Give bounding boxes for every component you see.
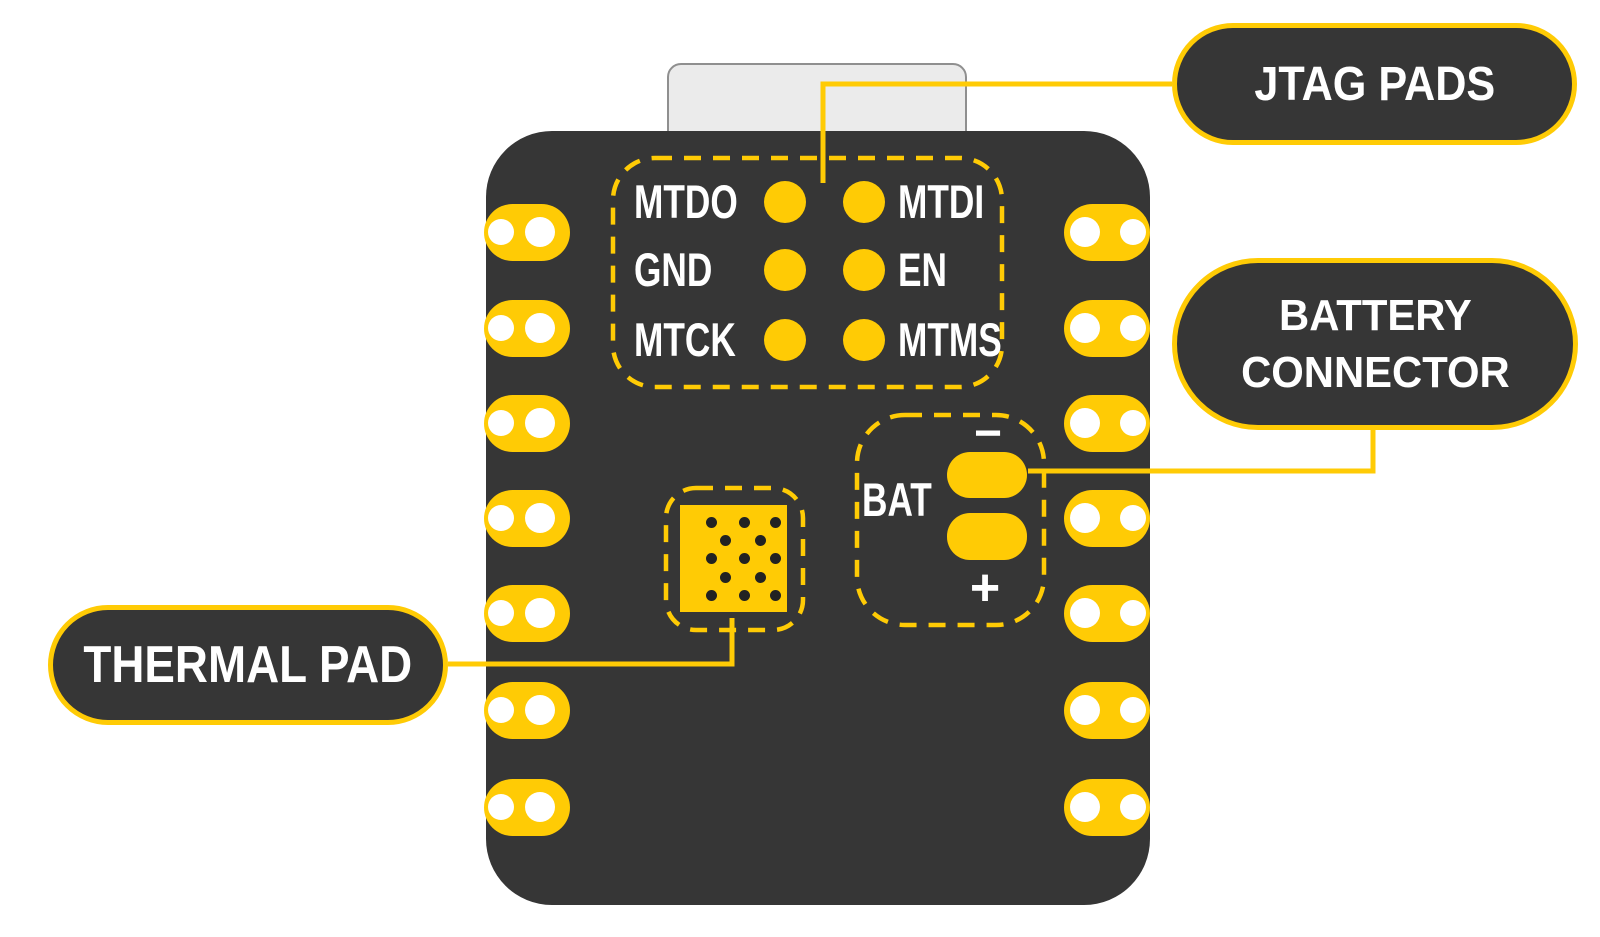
pad-inner-hole [1070, 598, 1100, 628]
thermal-via-dot [769, 552, 781, 564]
jtag-pad-mtck [764, 319, 806, 361]
pad-inner-hole [1070, 408, 1100, 438]
jtag-label-en: EN [898, 243, 947, 296]
pcb-board [486, 131, 1150, 905]
callout-battery-connector: BATTERY CONNECTOR [1172, 258, 1578, 430]
thermal-via-dot [738, 589, 750, 601]
thermal-pad [680, 505, 787, 612]
right-edge-pad [1064, 490, 1150, 547]
thermal-via-dot [719, 571, 731, 583]
jtag-label-mtdi: MTDI [898, 175, 985, 228]
callout-thermal-label: THERMAL PAD [83, 636, 413, 694]
thermal-via-dot [754, 571, 766, 583]
pad-inner-hole [525, 598, 555, 628]
pad-outer-hole [1120, 505, 1146, 531]
pad-outer-hole [488, 697, 514, 723]
bat-label: BAT [862, 473, 932, 526]
thermal-via-dot [705, 589, 717, 601]
left-edge-pad [484, 779, 570, 836]
right-edge-pad [1064, 682, 1150, 739]
jtag-pad-mtdo [764, 181, 806, 223]
right-edge-pad [1064, 204, 1150, 261]
pad-outer-hole [488, 505, 514, 531]
pad-outer-hole [1120, 794, 1146, 820]
pad-inner-hole [525, 313, 555, 343]
pad-inner-hole [1070, 503, 1100, 533]
pad-inner-hole [525, 217, 555, 247]
pad-outer-hole [488, 315, 514, 341]
battery-negative-mark: − [973, 407, 1003, 460]
callout-jtag-label: JTAG PADS [1254, 57, 1495, 111]
pad-inner-hole [1070, 695, 1100, 725]
pad-inner-hole [1070, 217, 1100, 247]
pad-inner-hole [1070, 313, 1100, 343]
pad-outer-hole [488, 794, 514, 820]
pad-outer-hole [1120, 410, 1146, 436]
thermal-via-dot [738, 516, 750, 528]
pad-inner-hole [525, 503, 555, 533]
left-edge-pad [484, 490, 570, 547]
left-edge-pad [484, 682, 570, 739]
battery-pad-positive [947, 513, 1027, 560]
thermal-via-dot [705, 552, 717, 564]
pad-outer-hole [1120, 697, 1146, 723]
thermal-via-dot [738, 552, 750, 564]
jtag-pad-mtdi [843, 181, 885, 223]
jtag-pad-en [843, 249, 885, 291]
battery-positive-mark: + [969, 559, 1001, 617]
left-edge-pad [484, 300, 570, 357]
battery-pad-negative [947, 452, 1027, 498]
pad-outer-hole [488, 600, 514, 626]
callout-battery-line1: BATTERY [1278, 291, 1472, 340]
left-edge-pad [484, 204, 570, 261]
pad-outer-hole [488, 219, 514, 245]
jtag-pad-gnd [764, 249, 806, 291]
right-edge-pad [1064, 779, 1150, 836]
thermal-via-dot [705, 516, 717, 528]
right-edge-pad [1064, 395, 1150, 452]
callout-battery-line2: CONNECTOR [1240, 348, 1510, 397]
right-edge-pad [1064, 300, 1150, 357]
pad-inner-hole [1070, 792, 1100, 822]
pad-outer-hole [1120, 315, 1146, 341]
jtag-label-mtdo: MTDO [634, 175, 738, 228]
left-edge-pad [484, 395, 570, 452]
pad-inner-hole [525, 792, 555, 822]
pad-outer-hole [1120, 600, 1146, 626]
jtag-label-gnd: GND [634, 243, 713, 296]
pad-outer-hole [1120, 219, 1146, 245]
left-edge-pad [484, 585, 570, 642]
callout-thermal-pad: THERMAL PAD [48, 605, 448, 725]
right-edge-pad [1064, 585, 1150, 642]
callout-jtag-pads: JTAG PADS [1172, 23, 1577, 145]
thermal-via-dot [719, 534, 731, 546]
pad-outer-hole [488, 410, 514, 436]
thermal-via-dot [754, 534, 766, 546]
pad-inner-hole [525, 408, 555, 438]
callout-battery-label: BATTERY CONNECTOR [1241, 287, 1510, 401]
thermal-via-dot [769, 516, 781, 528]
jtag-pad-mtms [843, 319, 885, 361]
jtag-label-mtck: MTCK [634, 313, 736, 366]
pad-inner-hole [525, 695, 555, 725]
jtag-label-mtms: MTMS [898, 313, 1002, 366]
thermal-via-dot [769, 589, 781, 601]
